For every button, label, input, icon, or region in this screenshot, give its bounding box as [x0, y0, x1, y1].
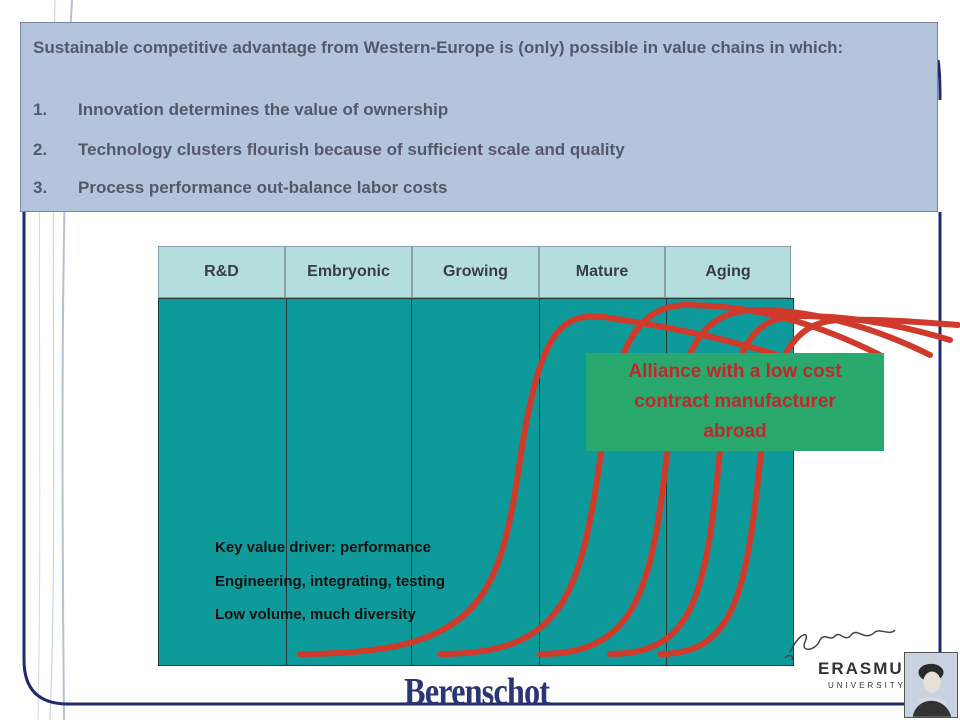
alliance-callout: Alliance with a low cost contract manufa… — [586, 353, 884, 451]
stage-aging: Aging — [665, 246, 791, 298]
point-2: 2.Technology clusters flourish because o… — [33, 140, 625, 159]
point-3: 3.Process performance out-balance labor … — [33, 178, 448, 197]
callout-line-3: abroad — [703, 421, 767, 442]
column-rd — [158, 298, 287, 666]
erasmus-portrait-icon — [904, 652, 958, 718]
erasmus-logo-subtext: UNIVERSITY — [828, 681, 907, 690]
stage-mature: Mature — [539, 246, 665, 298]
driver-line-3: Low volume, much diversity — [215, 606, 416, 623]
driver-line-2: Engineering, integrating, testing — [215, 573, 446, 590]
point-1: 1.Innovation determines the value of own… — [33, 100, 449, 119]
stage-embryonic: Embryonic — [285, 246, 412, 298]
intro-text: Sustainable competitive advantage from W… — [33, 38, 844, 57]
erasmus-logo-text: ERASMUS — [818, 659, 918, 678]
callout-line-2: contract manufacturer — [634, 391, 836, 412]
erasmus-signature-icon — [784, 629, 896, 661]
berenschot-logo: Berenschot — [404, 671, 550, 713]
driver-line-1: Key value driver: performance — [215, 539, 431, 556]
stage-rd: R&D — [158, 246, 285, 298]
stage-growing: Growing — [412, 246, 539, 298]
header-box: Sustainable competitive advantage from W… — [20, 22, 938, 212]
callout-line-1: Alliance with a low cost — [628, 361, 842, 382]
column-growing — [411, 298, 540, 666]
